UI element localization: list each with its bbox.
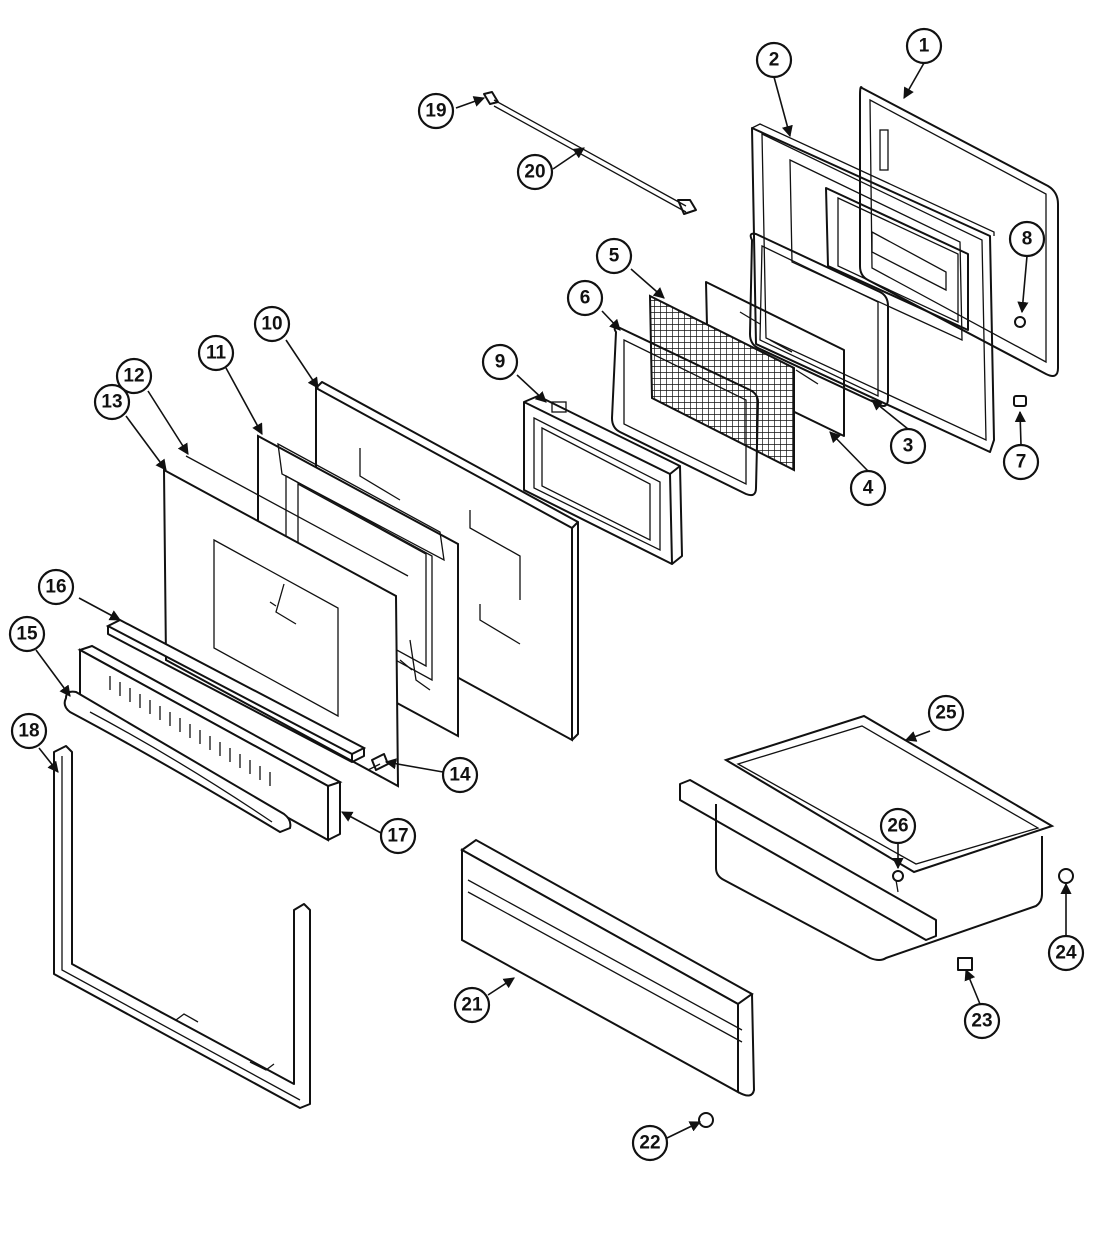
svg-text:3: 3 bbox=[903, 436, 914, 457]
trim-strip bbox=[105, 618, 367, 763]
callout-18: 18 bbox=[10, 712, 48, 750]
svg-text:22: 22 bbox=[639, 1133, 660, 1154]
callout-23: 23 bbox=[963, 1002, 1001, 1040]
leader-lines bbox=[35, 62, 1072, 1139]
callout-25: 25 bbox=[927, 694, 965, 732]
callout-26: 26 bbox=[879, 807, 917, 845]
callout-24: 24 bbox=[1047, 934, 1085, 972]
drawer-pan bbox=[679, 714, 1055, 961]
svg-text:18: 18 bbox=[18, 721, 39, 742]
callout-17: 17 bbox=[379, 817, 417, 855]
svg-text:13: 13 bbox=[101, 392, 122, 413]
svg-text:17: 17 bbox=[387, 826, 408, 847]
callout-1: 1 bbox=[905, 27, 943, 65]
callout-15: 15 bbox=[8, 615, 46, 653]
mesh-screen bbox=[648, 294, 795, 472]
svg-text:10: 10 bbox=[261, 314, 282, 335]
callout-4: 4 bbox=[849, 469, 887, 507]
svg-text:14: 14 bbox=[449, 765, 471, 786]
callout-9: 9 bbox=[481, 343, 519, 381]
callout-22: 22 bbox=[631, 1124, 669, 1162]
callout-14: 14 bbox=[441, 756, 479, 794]
svg-text:1: 1 bbox=[919, 36, 930, 57]
svg-text:24: 24 bbox=[1055, 943, 1077, 964]
svg-text:15: 15 bbox=[16, 624, 38, 645]
bumper-part-24 bbox=[1058, 868, 1074, 884]
vent-bracket bbox=[77, 644, 343, 842]
door-rod bbox=[483, 91, 697, 215]
svg-text:25: 25 bbox=[935, 703, 957, 724]
callout-13: 13 bbox=[93, 383, 131, 421]
grommet-part-22 bbox=[698, 1112, 714, 1128]
svg-text:4: 4 bbox=[863, 478, 874, 499]
svg-text:2: 2 bbox=[769, 50, 780, 71]
callout-8: 8 bbox=[1008, 220, 1046, 258]
door-front-glass bbox=[162, 455, 409, 788]
svg-text:26: 26 bbox=[887, 816, 908, 837]
svg-text:21: 21 bbox=[461, 995, 483, 1016]
svg-text:11: 11 bbox=[206, 343, 227, 364]
svg-text:19: 19 bbox=[425, 101, 446, 122]
door-gasket bbox=[859, 86, 1059, 377]
callout-12: 12 bbox=[115, 357, 153, 395]
svg-text:9: 9 bbox=[495, 352, 506, 373]
drawer-front bbox=[460, 838, 755, 1097]
callout-6: 6 bbox=[566, 279, 604, 317]
nut-part-7 bbox=[1013, 395, 1027, 407]
callout-11: 11 bbox=[197, 334, 235, 372]
callout-2: 2 bbox=[755, 41, 793, 79]
vent-window-box bbox=[523, 395, 683, 565]
callout-7: 7 bbox=[1002, 443, 1040, 481]
callout-10: 10 bbox=[253, 305, 291, 343]
callout-16: 16 bbox=[37, 568, 75, 606]
callout-20: 20 bbox=[516, 153, 554, 191]
callout-3: 3 bbox=[889, 427, 927, 465]
screw-part-26 bbox=[892, 870, 904, 893]
door-frame-channel bbox=[53, 745, 311, 1109]
inner-door-panel bbox=[751, 123, 995, 453]
svg-text:16: 16 bbox=[45, 577, 66, 598]
svg-text:20: 20 bbox=[524, 162, 545, 183]
svg-text:23: 23 bbox=[971, 1011, 992, 1032]
nut-part-8 bbox=[1014, 316, 1026, 328]
callout-19: 19 bbox=[417, 92, 455, 130]
callout-5: 5 bbox=[595, 237, 633, 275]
svg-text:6: 6 bbox=[580, 288, 591, 309]
door-handle bbox=[63, 690, 292, 834]
svg-text:5: 5 bbox=[609, 246, 620, 267]
clip-part-23 bbox=[957, 957, 973, 971]
svg-text:12: 12 bbox=[123, 366, 144, 387]
svg-text:8: 8 bbox=[1022, 229, 1033, 250]
svg-text:7: 7 bbox=[1016, 452, 1027, 473]
callout-21: 21 bbox=[453, 986, 491, 1024]
